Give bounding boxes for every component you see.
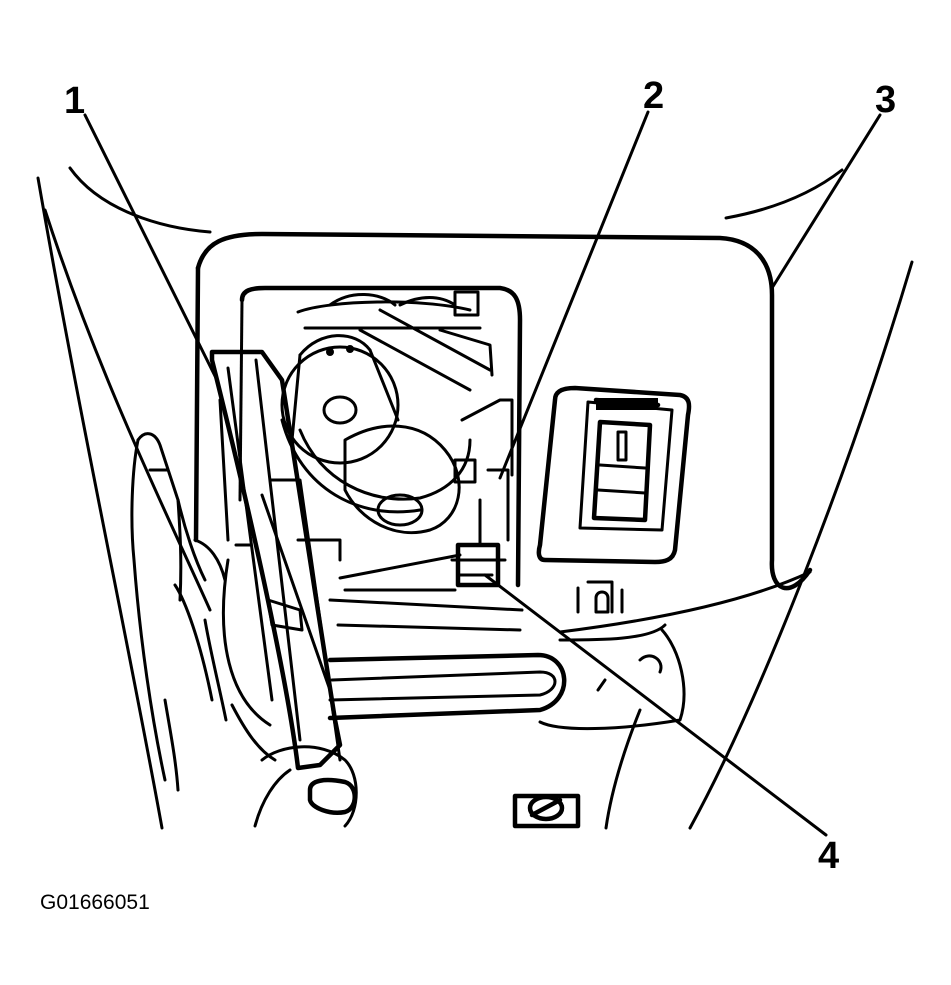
leader-line-3 [770,113,882,290]
leader-line-1 [83,113,220,384]
switch-panel [536,385,692,614]
callout-2: 2 [643,75,664,117]
leader-line-4 [483,573,828,837]
callout-4: 4 [818,835,839,877]
lower-console [327,598,686,830]
leader-lines [83,110,882,837]
callout-3: 3 [875,79,896,121]
console-bezel [193,231,813,727]
technician-hand [130,432,358,828]
lamp-housing [238,285,523,592]
figure-id: G01666051 [40,891,150,914]
callout-1: 1 [64,80,85,122]
lamp-lens [209,349,343,771]
leader-line-2 [498,110,650,480]
